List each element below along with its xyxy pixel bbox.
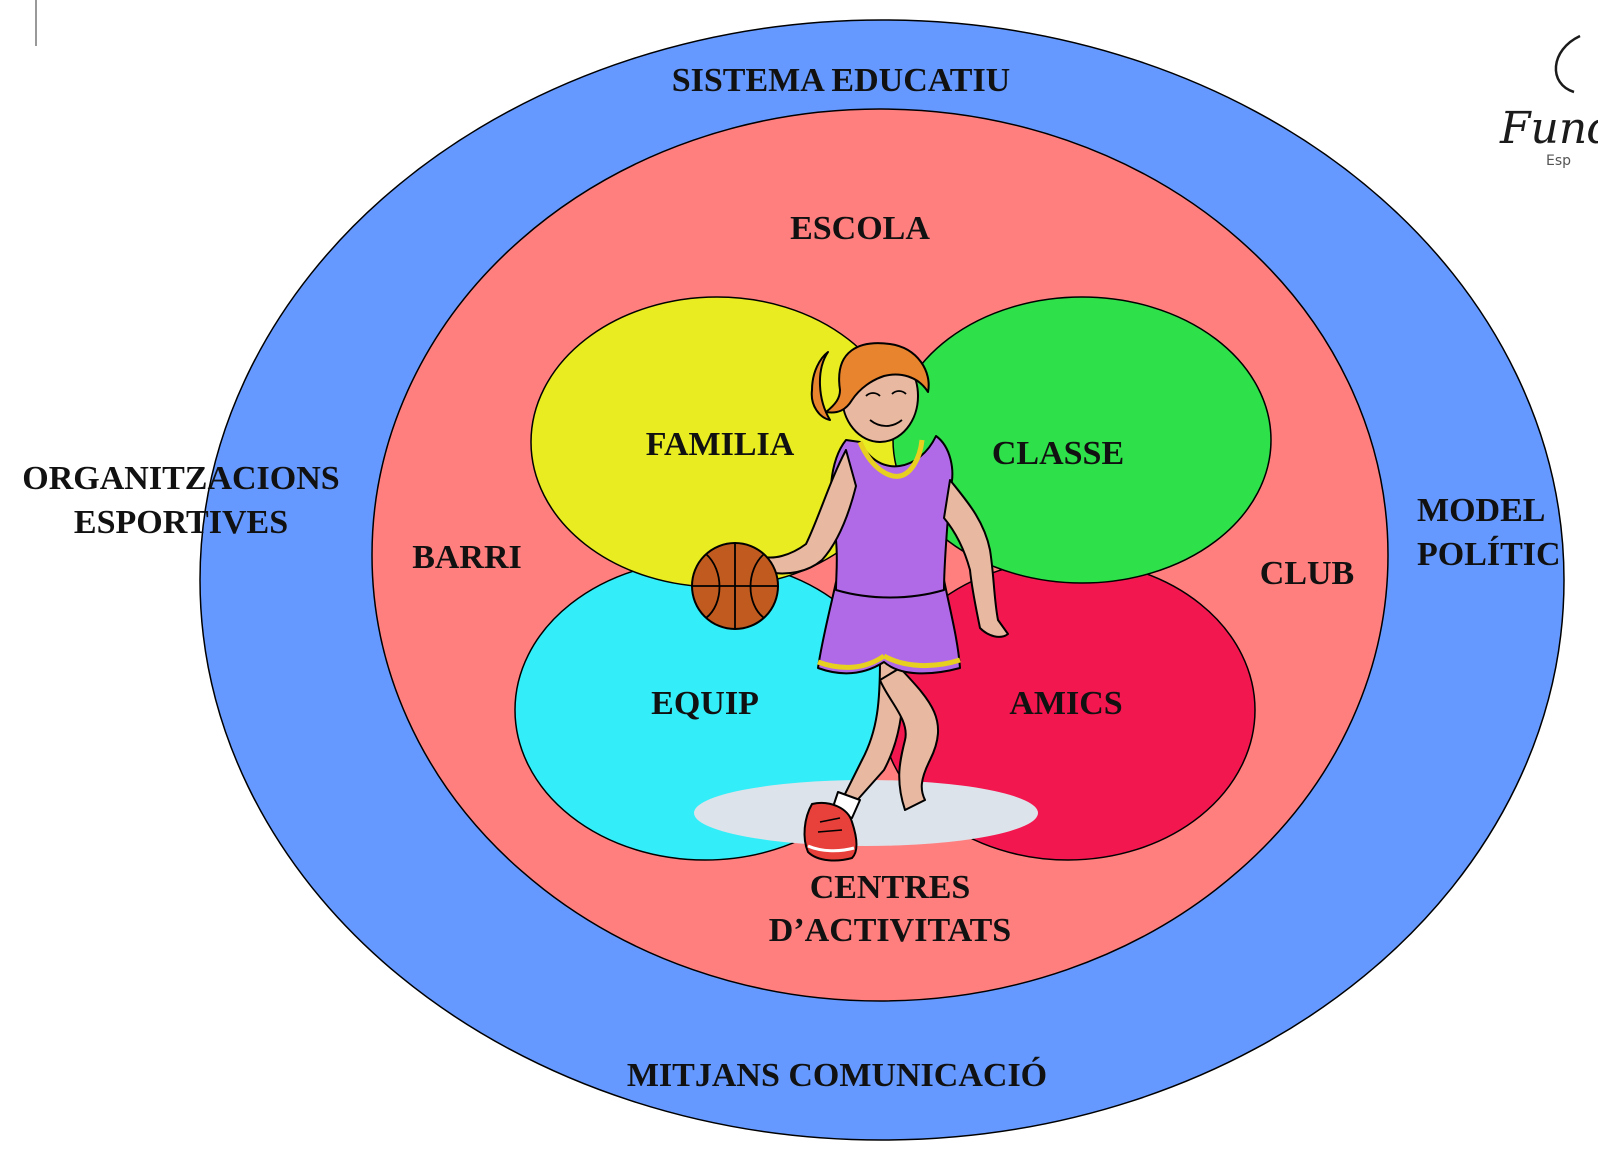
basketball-player-figure <box>691 342 1009 862</box>
label-barri: BARRI <box>412 539 522 576</box>
label-amics: AMICS <box>1009 685 1122 722</box>
logo-subtext: Esp <box>1546 153 1571 169</box>
label-model-line2: POLÍTIC <box>1417 536 1561 573</box>
label-equip: EQUIP <box>651 685 759 722</box>
label-mitjans-comunicacio: MITJANS COMUNICACIÓ <box>627 1056 1047 1094</box>
label-organitzacions-line1: ORGANITZACIONS <box>22 460 339 497</box>
logo-text: Fund <box>1499 103 1598 154</box>
label-club: CLUB <box>1260 555 1354 592</box>
foundation-logo: Fund Esp <box>1499 34 1598 169</box>
label-model-line1: MODEL <box>1417 492 1545 529</box>
label-familia: FAMILIA <box>646 426 795 463</box>
label-centres-line2: D’ACTIVITATS <box>769 912 1011 949</box>
label-sistema-educatiu: SISTEMA EDUCATIU <box>672 62 1011 99</box>
label-organitzacions-line2: ESPORTIVES <box>74 504 288 541</box>
floor-shadow <box>694 780 1038 846</box>
label-escola: ESCOLA <box>790 210 930 247</box>
logo-swoosh-icon <box>1554 34 1581 94</box>
label-classe: CLASSE <box>992 435 1124 472</box>
label-centres-line1: CENTRES <box>810 869 971 906</box>
